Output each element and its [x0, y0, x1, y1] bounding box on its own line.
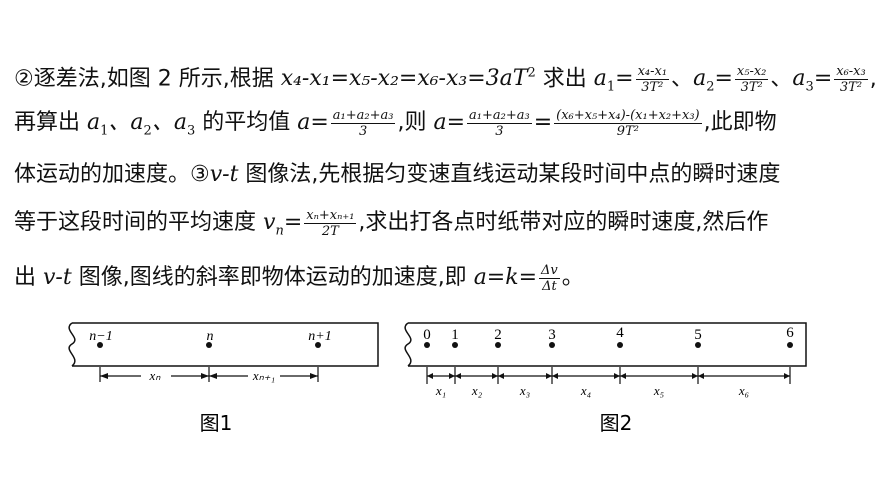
fig2-interval-x3: x₃	[519, 383, 530, 398]
a3-numerator: x₆-x₃	[834, 63, 868, 80]
fig1-label-n+1: n+1	[308, 329, 331, 344]
fig2-point-0	[424, 342, 430, 348]
fig1-interval-xn: xₙ	[149, 368, 162, 383]
text-chu: 出	[14, 265, 43, 290]
fig2-point-4	[617, 342, 623, 348]
fig1-label-bg	[248, 368, 280, 382]
a3-label: a3=	[792, 66, 833, 95]
a-label: a=	[433, 110, 466, 135]
a-k-label: a=k=	[473, 265, 538, 290]
fig2-interval-x2: x₂	[471, 383, 483, 398]
k-denominator: Δt	[542, 278, 557, 294]
fig1-label-n: n	[207, 329, 214, 344]
fig2-point-6	[787, 342, 793, 348]
fig2-interval-x4: x₄	[580, 383, 592, 398]
a-list: a1、a2、a3	[87, 110, 196, 139]
text-suanchu: 再算出	[14, 110, 87, 135]
fig1-point-n+1	[315, 342, 321, 348]
fig1-tape	[72, 322, 379, 367]
vt-label: v-t	[209, 162, 239, 187]
text-pingjunzhi: 的平均值	[195, 110, 298, 135]
vn-denominator: 2T	[321, 223, 339, 239]
fig1-label-bg	[141, 368, 171, 382]
figure2: 0 1 2 3 4 5 6 x₁ x₂ x₃ x₄ x₅ x₆ 图2	[404, 322, 807, 435]
fig1-interval-xn1: xₙ₊₁	[252, 368, 275, 383]
fig2-point-5	[695, 342, 701, 348]
text-ze: ,则	[397, 110, 434, 135]
fig2-point-2	[495, 342, 501, 348]
fig2-caption: 图2	[600, 411, 633, 435]
difference-equation: x₄-x₁=x₅-x₂=x₆-x₃=3aT2	[280, 66, 536, 92]
fig2-tape	[408, 322, 807, 367]
text-cijiwu: ,此即物	[703, 110, 777, 135]
fig2-label-4: 4	[616, 325, 624, 341]
a2-label: a2=	[693, 66, 733, 95]
fig2-interval-x5: x₅	[653, 383, 664, 398]
a1-numerator: x₄-x₁	[635, 63, 670, 80]
fig2-tape-wavy-edge	[404, 322, 412, 367]
fig2-ticks	[426, 367, 791, 384]
fig1-caption: 图1	[200, 411, 233, 435]
a-avg-numerator: a₁+a₂+a₃	[467, 107, 532, 124]
fig1-point-n	[206, 342, 212, 348]
fig2-point-1	[452, 342, 458, 348]
text-graph-method: 图像法,先根据匀变速直线运动某段时间中点的瞬时速度	[238, 162, 781, 187]
fig1-tape-wavy-edge	[68, 322, 76, 367]
text-line-1: ②逐差法,如图 2 所示,根据 x₄-x₁=x₅-x₂=x₆-x₃=3aT2 求…	[14, 63, 877, 95]
a2-denominator: 3T²	[740, 79, 763, 95]
avg-numerator: a₁+a₂+a₃	[330, 107, 396, 124]
fig1-arrowheads	[100, 373, 318, 379]
a1-denominator: 3T²	[641, 79, 664, 95]
figure1: n−1 n n+1 xₙ xₙ₊₁ 图1	[68, 322, 379, 435]
fig2-interval-x6: x₆	[738, 383, 749, 398]
a2-numerator: x₅-x₂	[734, 63, 769, 80]
fig2-label-5: 5	[694, 327, 702, 343]
fig2-arrowheads	[427, 373, 790, 379]
final-fraction: (x₆+x₅+x₄)-(x₁+x₂+x₃)9T²	[554, 108, 702, 139]
text-line-3: 体运动的加速度。③v-t 图像法,先根据匀变速直线运动某段时间中点的瞬时速度	[14, 155, 780, 195]
fig2-point-3	[549, 342, 555, 348]
a-avg-denominator: 3	[495, 123, 504, 139]
vn-label: vn=	[263, 210, 303, 239]
difference-equation-text: x₄-x₁=x₅-x₂=x₆-x₃=3aT	[280, 66, 528, 92]
fig2-label-0: 0	[423, 327, 431, 343]
fig2-label-1: 1	[451, 327, 459, 343]
fig2-label-2: 2	[494, 327, 502, 343]
vn-numerator: xₙ+xₙ₊₁	[304, 207, 357, 224]
a3-denominator: 3T²	[839, 79, 863, 95]
final-numerator: (x₆+x₅+x₄)-(x₁+x₂+x₃)	[554, 107, 702, 124]
fig1-label-n-1: n−1	[89, 329, 112, 344]
fig2-label-6: 6	[786, 325, 794, 341]
fig2-interval-x1: x₁	[435, 383, 446, 398]
text-intro: ②逐差法,如图 2 所示,根据	[14, 66, 281, 92]
avg-denominator: 3	[358, 123, 368, 139]
text-acceleration-end: 体运动的加速度。③	[14, 162, 210, 187]
avg-label: a=	[297, 110, 329, 135]
a1-label: a1=	[593, 66, 634, 95]
k-numerator: Δv	[539, 262, 560, 279]
text-instant-velocity: ,求出打各点时纸带对应的瞬时速度,然后作	[358, 210, 769, 235]
text-slope: 图像,图线的斜率即物体运动的加速度,即	[71, 265, 474, 290]
fig2-label-3: 3	[548, 327, 556, 343]
text-qiuchu: 求出	[542, 66, 594, 92]
vt-label-2: v-t	[43, 265, 72, 290]
final-denominator: 9T²	[616, 123, 639, 139]
fig1-point-n-1	[97, 342, 103, 348]
text-period: 。	[561, 265, 584, 290]
text-average-velocity: 等于这段时间的平均速度	[14, 210, 263, 235]
